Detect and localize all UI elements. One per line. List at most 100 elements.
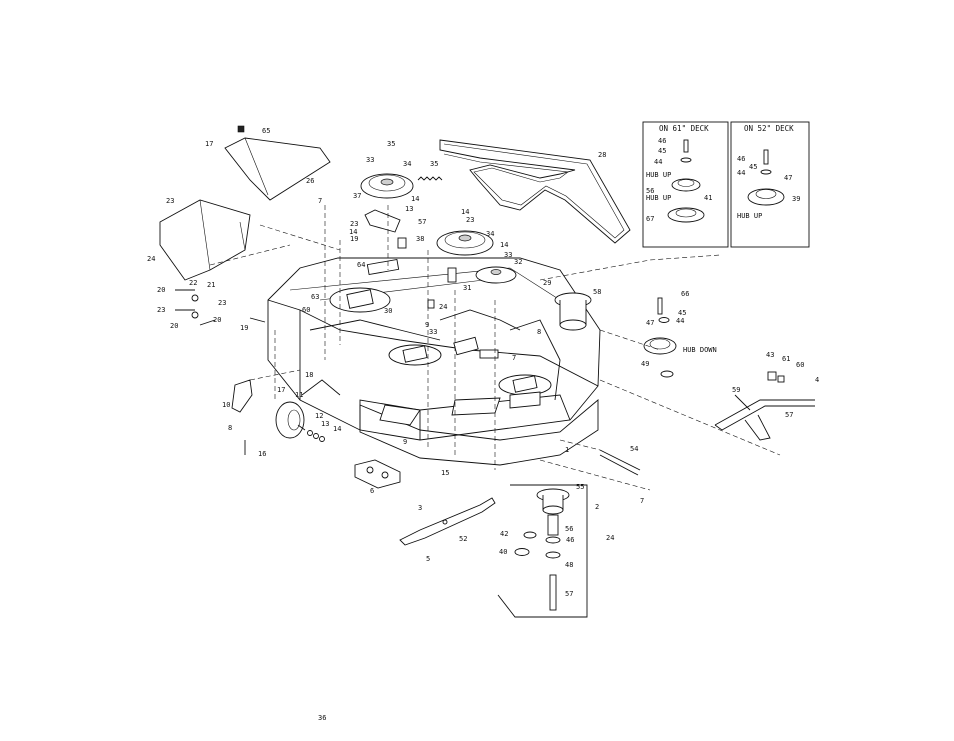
part-callout: 45 — [749, 163, 757, 171]
part-callout: 55 — [576, 483, 584, 491]
part-callout: 17 — [205, 140, 213, 148]
part-callout: 16 — [258, 450, 266, 458]
part-callout: 7 — [640, 497, 644, 505]
part-callout: 44 — [654, 158, 662, 166]
part-callout: 13 — [405, 205, 413, 213]
part-callout: 57 — [418, 218, 426, 226]
part-callout: 35 — [387, 140, 395, 148]
part-callout: 34 — [403, 160, 411, 168]
part-callout: 2 — [595, 503, 599, 511]
part-callout: 41 — [704, 194, 712, 202]
part-callout: 4 — [815, 376, 819, 384]
part-callout: 6 — [370, 487, 374, 495]
part-callout: 17 — [277, 386, 285, 394]
part-callout: 46 — [566, 536, 574, 544]
part-callout: 29 — [543, 279, 551, 287]
bracket-6 — [354, 459, 401, 489]
part-callout: 64 — [357, 261, 365, 269]
inset-titles: ON 61" DECK ON 52" DECK HUB UP HUB UP HU… — [646, 124, 794, 354]
hub-up-label-3: HUB UP — [737, 212, 762, 220]
part-callout: 57 — [565, 590, 573, 598]
part-callout: 7 — [318, 197, 322, 205]
part-callout: 14 — [461, 208, 469, 216]
part-callout: 23 — [166, 197, 174, 205]
part-callout: 20 — [157, 286, 165, 294]
part-callout: 20 — [213, 316, 221, 324]
part-callout: 1 — [565, 446, 569, 454]
part-callout: 20 — [170, 322, 178, 330]
part-callout: 63 — [311, 293, 319, 301]
part-callout: 39 — [792, 195, 800, 203]
pulleys — [360, 173, 517, 309]
hub-up-label-2: HUB UP — [646, 194, 671, 202]
part-callout: 23 — [466, 216, 474, 224]
part-callout: 45 — [658, 147, 666, 155]
part-callout: 66 — [681, 290, 689, 298]
part-callout: 59 — [732, 386, 740, 394]
part-callout: 12 — [315, 412, 323, 420]
part-callout: 21 — [207, 281, 215, 289]
inset-52-deck — [730, 121, 810, 248]
part-callout: 14 — [500, 241, 508, 249]
part-callout: 33 — [504, 251, 512, 259]
part-callout: 24 — [606, 534, 614, 542]
part-callout: 5 — [426, 555, 430, 563]
part-callout: 28 — [598, 151, 606, 159]
part-callout: 30 — [384, 307, 392, 315]
part-callout: 36 — [318, 714, 326, 722]
part-callout: 9 — [425, 321, 429, 329]
part-callout: 7 — [512, 354, 516, 362]
part-callout: 60 — [302, 306, 310, 314]
drive-belt — [439, 139, 631, 244]
part-callout: 23 — [350, 220, 358, 228]
part-callout: 49 — [641, 360, 649, 368]
part-callout: 65 — [262, 127, 270, 135]
part-callout: 56 — [565, 525, 573, 533]
part-callout: 8 — [537, 328, 541, 336]
part-callout: 24 — [439, 303, 447, 311]
part-callout: 48 — [565, 561, 573, 569]
part-callout: 35 — [430, 160, 438, 168]
part-callout: 47 — [784, 174, 792, 182]
inset-title-52: ON 52" DECK — [744, 124, 794, 133]
part-callout: 47 — [646, 319, 654, 327]
part-callout: 23 — [218, 299, 226, 307]
part-callout: 45 — [678, 309, 686, 317]
part-callout: 57 — [785, 411, 793, 419]
mower-deck — [267, 257, 601, 466]
part-callout: 8 — [228, 424, 232, 432]
belt-covers — [159, 137, 331, 281]
part-callout: 60 — [796, 361, 804, 369]
hub-down-label: HUB DOWN — [683, 346, 717, 354]
part-callout: 40 — [499, 548, 507, 556]
part-callout: 9 — [403, 438, 407, 446]
part-callout: 33 — [429, 328, 437, 336]
part-callout: 52 — [459, 535, 467, 543]
part-callout: 34 — [486, 230, 494, 238]
part-callout: 23 — [157, 306, 165, 314]
part-callout: 46 — [737, 155, 745, 163]
blade — [399, 497, 496, 546]
part-callout: 19 — [350, 235, 358, 243]
right-side-parts — [554, 292, 815, 476]
part-callout: 15 — [441, 469, 449, 477]
part-callout: 67 — [646, 215, 654, 223]
part-callout: 22 — [189, 279, 197, 287]
part-callout: 58 — [593, 288, 601, 296]
part-callout: 56 — [646, 187, 654, 195]
part-callout: 61 — [782, 355, 790, 363]
part-callout: 11 — [295, 391, 303, 399]
part-callout: 26 — [306, 177, 314, 185]
part-callout: 33 — [366, 156, 374, 164]
part-callout: 43 — [766, 351, 774, 359]
part-callout: 37 — [353, 192, 361, 200]
left-hardware — [175, 125, 325, 455]
inset-title-61: ON 61" DECK — [659, 124, 709, 133]
part-callout: 31 — [463, 284, 471, 292]
part-callout: 14 — [411, 195, 419, 203]
part-callout: 42 — [500, 530, 508, 538]
part-callout: 13 — [321, 420, 329, 428]
